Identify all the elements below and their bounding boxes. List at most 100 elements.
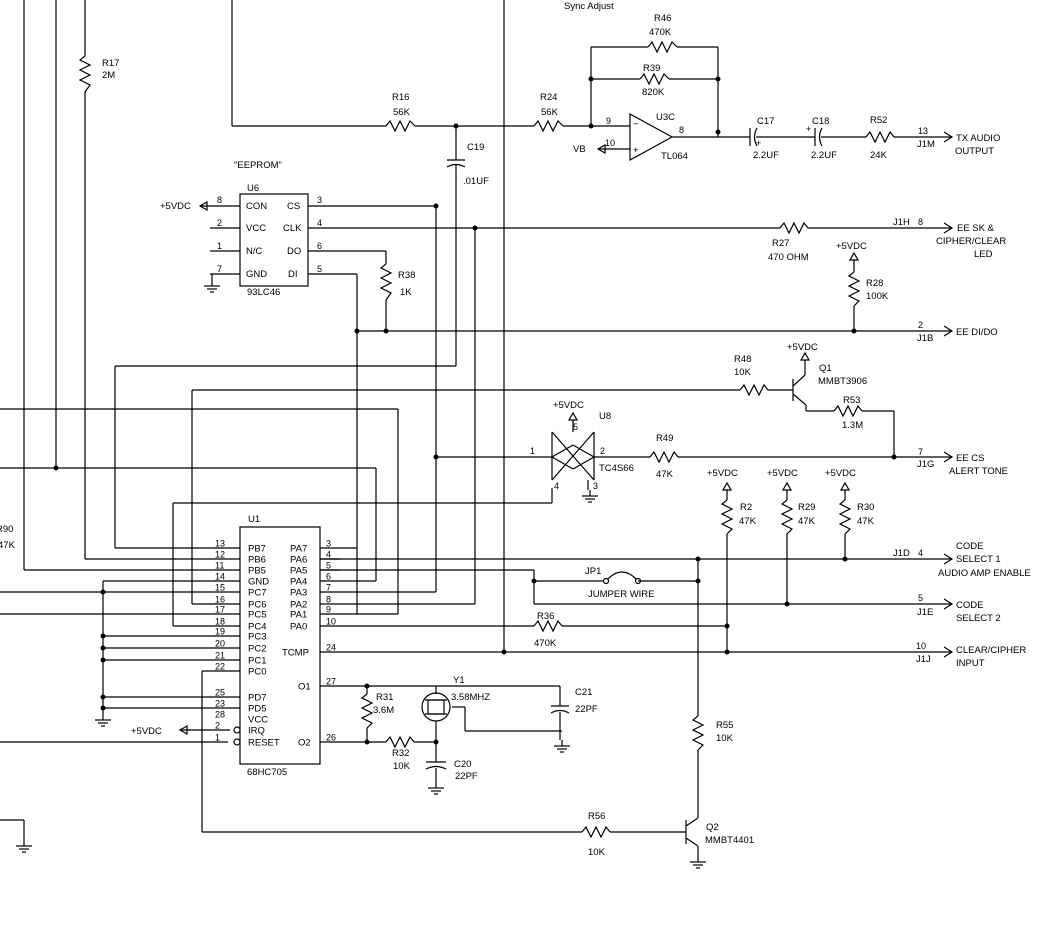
mcu-pin-name: IRQ bbox=[248, 726, 265, 737]
svg-text:+: + bbox=[806, 124, 811, 134]
q1-ref: Q1 bbox=[819, 363, 832, 374]
r29-value: 47K bbox=[798, 516, 816, 527]
r49-value: 47K bbox=[656, 469, 674, 480]
mcu-pin-number: 1 bbox=[215, 733, 220, 743]
capacitor-c19: C19 .01UF bbox=[446, 126, 489, 366]
opamp-ref: U3C bbox=[656, 112, 675, 123]
mcu-pin-number: 20 bbox=[215, 639, 225, 649]
r52-value: 24K bbox=[870, 150, 888, 161]
resistor-r55: R55 10K bbox=[691, 715, 734, 818]
left-bus-lines bbox=[0, 0, 505, 743]
r24-value: 56K bbox=[541, 107, 559, 118]
mcu-pin-name: PB5 bbox=[248, 566, 266, 577]
eeprom-pin-name: CON bbox=[246, 201, 267, 212]
mcu-pin-number: 26 bbox=[326, 733, 336, 743]
code2-label2: SELECT 2 bbox=[956, 613, 1001, 624]
mcu-pin-number: 12 bbox=[215, 550, 225, 560]
mcu-pin-number: 14 bbox=[215, 572, 225, 582]
mcu-pin-number: 3 bbox=[326, 539, 331, 549]
mcu-pin-name: VCC bbox=[248, 715, 268, 726]
mcu-pin-number: 18 bbox=[215, 617, 225, 627]
mcu-pin-name: PA3 bbox=[290, 588, 307, 599]
eeprom-pin-name: VCC bbox=[246, 223, 266, 234]
eeprom-pin-name: CLK bbox=[283, 223, 302, 234]
c19-value: .01UF bbox=[463, 176, 489, 187]
crystal-ref: Y1 bbox=[453, 675, 465, 686]
opamp-pin-minus: 9 bbox=[606, 116, 611, 126]
eeprom-pin-number: 1 bbox=[217, 241, 222, 251]
transistor-q2: Q2 MMBT4401 bbox=[685, 817, 754, 869]
r29-supply: +5VDC bbox=[767, 468, 798, 479]
r30-ref: R30 bbox=[857, 502, 874, 513]
port-a-wiring bbox=[114, 206, 740, 627]
eeprom-pin-number: 6 bbox=[317, 241, 322, 251]
r90-ref: R90 bbox=[0, 524, 13, 535]
mcu-pin-name: O2 bbox=[298, 738, 311, 749]
r30-supply: +5VDC bbox=[825, 468, 856, 479]
eeprom-pin-number: 3 bbox=[317, 195, 322, 205]
mcu-pin-number: 24 bbox=[326, 643, 336, 653]
r36-value: 470K bbox=[534, 638, 557, 649]
tx-audio-label2: OUTPUT bbox=[955, 146, 994, 157]
q2-ref: Q2 bbox=[706, 822, 719, 833]
mcu-pin-name: PB6 bbox=[248, 555, 266, 566]
r52-ref: R52 bbox=[870, 115, 887, 126]
jumper-jp1: JP1 JUMPER WIRE bbox=[24, 566, 701, 604]
r39-ref: R39 bbox=[643, 63, 660, 74]
ee-sk-label1: EE SK & bbox=[957, 223, 995, 234]
opamp-vb: VB bbox=[573, 144, 586, 155]
r53-ref: R53 bbox=[843, 395, 860, 406]
capacitor-c18: C18 2.2UF + bbox=[806, 116, 837, 161]
mcu-pin-name: RESET bbox=[248, 738, 280, 749]
r28-value: 100K bbox=[866, 291, 889, 302]
mcu-pin-number: 4 bbox=[326, 550, 331, 560]
r29-ref: R29 bbox=[798, 502, 815, 513]
mcu-pin-wires bbox=[320, 547, 560, 743]
r28-supply: +5VDC bbox=[836, 241, 867, 252]
resistor-r30: +5VDC R30 47K bbox=[825, 468, 875, 562]
r48-value: 10K bbox=[734, 367, 752, 378]
resistor-r48: R48 10K bbox=[734, 354, 769, 397]
mcu-pin-name: PA1 bbox=[290, 610, 307, 621]
jp1-label: JUMPER WIRE bbox=[588, 589, 655, 600]
c21-ref: C21 bbox=[575, 687, 592, 698]
resistor-r16: R16 56K bbox=[385, 92, 416, 133]
mcu-pin-number: 5 bbox=[326, 561, 331, 571]
connector-ee-dido: 2 J1B EE DI/DO bbox=[357, 320, 998, 344]
c17-ref: C17 bbox=[757, 116, 774, 127]
resistor-r90: R90 47K bbox=[0, 524, 16, 551]
r36-ref: R36 bbox=[537, 611, 554, 622]
code2-label1: CODE bbox=[956, 600, 983, 611]
mcu-pin-number: 23 bbox=[215, 699, 225, 709]
eeprom-pin-number: 5 bbox=[317, 264, 322, 274]
u8-pin4: 4 bbox=[554, 481, 559, 491]
eeprom-pin-number: 2 bbox=[217, 218, 222, 228]
mcu-pin-name: PC4 bbox=[248, 622, 266, 633]
eeprom-u6: "EEPROM" U6 CON VCC N/C GND CS CLK DO DI… bbox=[160, 160, 780, 614]
mcu-pin-name: PA5 bbox=[290, 566, 307, 577]
mcu-pin-number: 21 bbox=[215, 651, 225, 661]
mcu-pin-name: O1 bbox=[298, 682, 311, 693]
ee-dido-label1: EE DI/DO bbox=[956, 327, 998, 338]
c18-value: 2.2UF bbox=[811, 150, 837, 161]
eeprom-pin-name: CS bbox=[287, 201, 300, 212]
u8-ref: U8 bbox=[599, 411, 611, 422]
r2-value: 47K bbox=[739, 516, 757, 527]
clear-cipher-ref: J1J bbox=[916, 654, 931, 665]
resistor-r2: +5VDC R2 47K bbox=[707, 468, 757, 655]
r32-ref: R32 bbox=[392, 748, 409, 759]
r32-value: 10K bbox=[393, 761, 411, 772]
ee-sk-pin: 8 bbox=[918, 217, 923, 227]
ee-sk-ref: J1H bbox=[893, 217, 910, 228]
eeprom-pin-number: 8 bbox=[217, 195, 222, 205]
r38-value: 1K bbox=[400, 287, 412, 298]
mcu-pin-number: 16 bbox=[215, 595, 225, 605]
eeprom-caption: "EEPROM" bbox=[234, 160, 282, 171]
u8-pin1: 1 bbox=[530, 446, 535, 456]
mcu-pin-number: 22 bbox=[215, 662, 225, 672]
clear-cipher-pin: 10 bbox=[916, 641, 926, 651]
mcu-pin-number: 11 bbox=[215, 561, 224, 571]
transistor-q1: +5VDC Q1 MMBT3906 bbox=[768, 342, 867, 412]
ee-cs-label1: EE CS bbox=[956, 453, 985, 464]
